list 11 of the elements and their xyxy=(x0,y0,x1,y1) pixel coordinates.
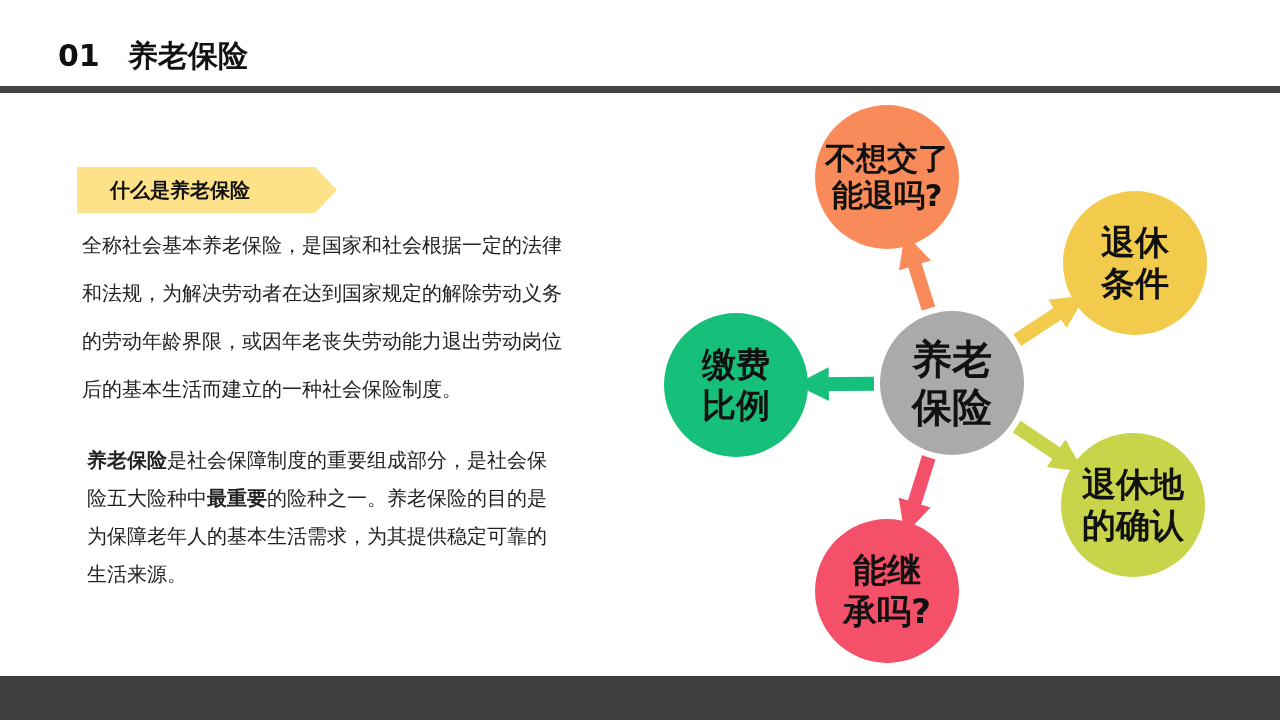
circle-label: 缴费比例 xyxy=(700,344,771,426)
slide-title: 01 养老保险 xyxy=(58,37,249,75)
banner-tag xyxy=(77,167,337,213)
circle-label: 养老保险 xyxy=(910,335,993,431)
circle-label: 退休条件 xyxy=(1100,222,1170,304)
banner-text: 什么是养老保险 xyxy=(110,176,250,204)
description-paragraph: 全称社会基本养老保险，是国家和社会根据一定的法律和法规，为解决劳动者在达到国家规定的解除劳动义务的劳动年龄界限，或因年老丧失劳动能力退出劳动岗位后的基本生活而建立的一种社会保险制度。 xyxy=(82,233,563,403)
circle-label: 不想交了能退吗? xyxy=(823,139,950,215)
circle-label: 能继承吗? xyxy=(841,550,932,632)
description-paragraph: 养老保险是社会保障制度的重要组成部分，是社会保险五大险种中最重要的险种之一。养老保险的目的是为保障老年人的基本生活需求，为其提供稳定可靠的生活来源。 xyxy=(87,448,548,588)
circle-label: 退休地的确认 xyxy=(1081,464,1185,546)
